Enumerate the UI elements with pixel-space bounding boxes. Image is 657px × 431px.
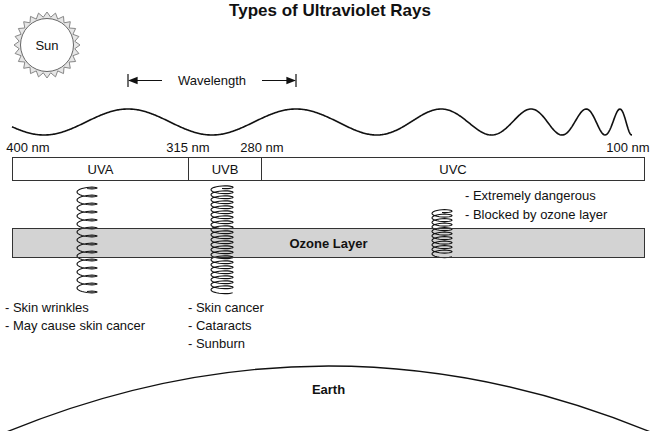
effect-note: - Blocked by ozone layer xyxy=(465,207,607,222)
wavelength-value: 400 nm xyxy=(6,140,49,155)
effect-note: - Skin cancer xyxy=(188,300,264,315)
wavelength-tick xyxy=(127,74,128,87)
ray-coils xyxy=(77,186,452,294)
node-text: UVC xyxy=(439,162,466,177)
node-text: Ozone Layer xyxy=(289,236,367,251)
uvc-band: UVC xyxy=(261,157,645,181)
uv-wave xyxy=(12,109,632,135)
ray-coil xyxy=(211,186,233,294)
wavelength-tick xyxy=(295,74,296,87)
wavelength-arrow xyxy=(262,80,295,81)
effect-note: - Cataracts xyxy=(188,318,252,333)
uva-band: UVA xyxy=(12,157,189,181)
effect-note: - Extremely dangerous xyxy=(465,188,596,203)
effect-note: - May cause skin cancer xyxy=(5,318,145,333)
wavelength-label: Wavelength xyxy=(178,73,246,88)
wavelength-arrow xyxy=(129,80,162,81)
wavelength-value: 100 nm xyxy=(606,140,649,155)
node-text: Sun xyxy=(35,38,58,53)
effect-note: - Sunburn xyxy=(188,336,245,351)
wavelength-value: 280 nm xyxy=(240,140,283,155)
node-text: UVA xyxy=(88,162,114,177)
effect-note: - Skin wrinkles xyxy=(5,300,89,315)
wavelength-value: 315 nm xyxy=(166,140,209,155)
uvb-band: UVB xyxy=(188,157,262,181)
node-text: UVB xyxy=(212,162,239,177)
ray-coil xyxy=(77,187,97,293)
earth-arc xyxy=(4,366,653,431)
diagram-title: Types of Ultraviolet Rays xyxy=(229,1,431,21)
sun-rays xyxy=(14,12,80,78)
node-text: Earth xyxy=(312,382,345,397)
sun-circle: Sun xyxy=(20,18,74,72)
ray-coil xyxy=(432,210,452,258)
ozone-fill xyxy=(12,228,645,258)
earth-shape: Earth xyxy=(0,360,657,431)
ozone-layer-band: Ozone Layer xyxy=(12,228,645,258)
